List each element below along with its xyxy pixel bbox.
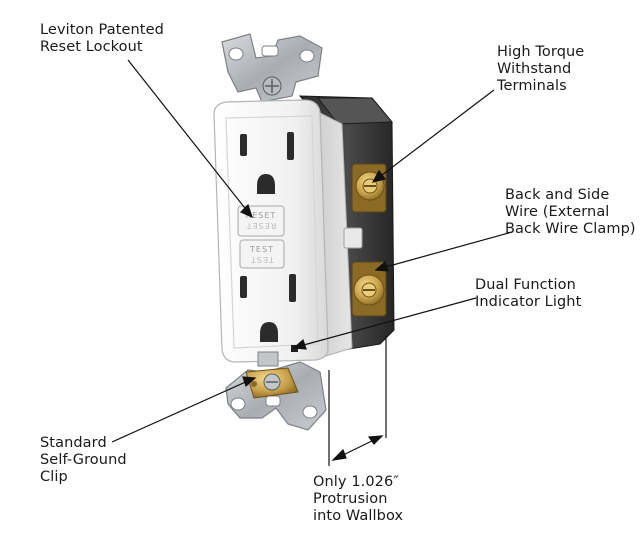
callout-reset-lockout: Leviton Patented Reset Lockout [40, 22, 164, 56]
callout-line: Leviton Patented [40, 22, 164, 38]
leader-back-side-wire [381, 231, 513, 269]
callout-self-ground: Standard Self-Ground Clip [40, 435, 127, 486]
svg-text:RESET: RESET [246, 221, 277, 230]
test-button[interactable]: TEST TEST [239, 239, 285, 269]
leader-self-ground [111, 379, 251, 443]
terminal-upper [351, 163, 387, 213]
leader-lines [111, 59, 513, 443]
callout-line: Terminals [497, 78, 567, 94]
top-mounting-strap [221, 33, 323, 103]
test-button-label: TEST [249, 245, 274, 254]
protrusion-dimension [328, 336, 387, 466]
reset-button-label: RESET [246, 211, 277, 220]
callout-line: Protrusion [313, 491, 388, 507]
callout-line: High Torque [497, 44, 585, 60]
callout-line: Back Wire Clamp) [505, 221, 636, 237]
callout-line: into Wallbox [313, 508, 404, 524]
callout-protrusion: Only 1.026″ Protrusion into Wallbox [313, 474, 403, 525]
callout-line: Only 1.026″ [313, 474, 399, 490]
callout-line: Self-Ground [40, 452, 127, 468]
bottom-outlet [240, 274, 296, 342]
terminal-lower [351, 261, 387, 317]
top-outlet [240, 132, 294, 194]
callout-back-side-wire: Back and Side Wire (External Back Wire C… [505, 187, 636, 238]
callout-line: Reset Lockout [40, 39, 143, 55]
self-ground-clip [245, 367, 299, 399]
callout-line: Dual Function [475, 277, 576, 293]
svg-text:TEST: TEST [250, 255, 275, 264]
callout-line: Clip [40, 469, 68, 485]
callout-dual-function: Dual Function Indicator Light [475, 277, 581, 311]
callout-line: Wire (External [505, 204, 610, 220]
callout-line: Standard [40, 435, 107, 451]
leader-high-torque [377, 89, 495, 179]
leader-dual-function [299, 297, 477, 347]
callout-line: Withstand [497, 61, 572, 77]
leader-reset-lockout [127, 59, 249, 213]
callout-line: Indicator Light [475, 294, 582, 310]
callout-line: Back and Side [505, 187, 610, 203]
callout-high-torque: High Torque Withstand Terminals [497, 44, 584, 95]
